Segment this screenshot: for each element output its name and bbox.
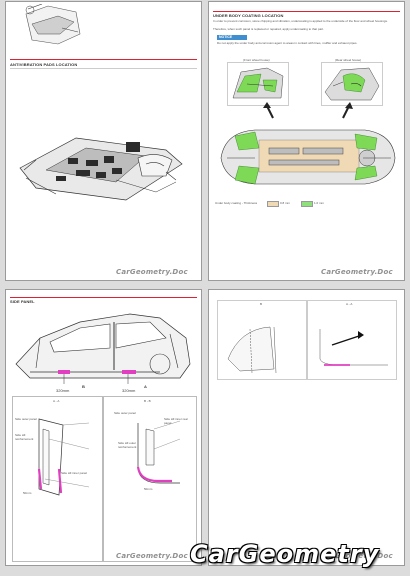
legend-swatch-2 — [301, 201, 313, 207]
detail-a-frame: A - A — [307, 300, 397, 380]
caption-rear-wheel-house: (Rear wheel house) — [335, 58, 362, 62]
watermark: CarGeometry.Doc — [321, 552, 393, 560]
notice-badge: NOTICE — [217, 35, 247, 40]
section-b-drawing — [136, 420, 181, 484]
page-underbody-coating: UNDER BODY COATING LOCATION In order to … — [208, 1, 405, 281]
detail-a-drawing — [319, 329, 388, 366]
legend-title: Under body coating - Thickness — [215, 201, 258, 205]
intro-text-2: Therefore, when such panel is replaced o… — [213, 27, 324, 31]
section-title: SIDE PANEL — [10, 299, 35, 304]
detail-b-frame: B — [217, 300, 307, 380]
page-antivibration: ANTIVIBRATION PADS LOCATION CarGeometry.… — [5, 1, 202, 281]
underbody-plan-drawing — [220, 129, 396, 185]
callout-a-3: Side sill inner panel — [61, 471, 88, 475]
callout-b-3: Side sill outer reinforcement — [118, 441, 137, 449]
side-panel-drawing — [15, 313, 191, 384]
watermark: CarGeometry.Doc — [116, 268, 188, 276]
section-rule — [10, 59, 197, 60]
detail-b-drawing — [227, 326, 277, 374]
dim-label-a: A — [144, 384, 147, 389]
rear-wheel-house-drawing — [321, 62, 383, 106]
page-side-panel: SIDE PANEL 320mm 320mm A B A - A Side ou… — [5, 289, 202, 566]
dimension-labels: 320mm 320mm A B — [56, 384, 147, 393]
legend-item-2: 1.0 mm — [314, 201, 325, 205]
section-a-frame: A - A Side outer panel Side sill reinfor… — [12, 396, 103, 562]
section-a-drawing — [37, 418, 90, 496]
section-title: UNDER BODY COATING LOCATION — [213, 13, 284, 18]
dim-label-b: B — [82, 384, 85, 389]
section-rule-bottom — [10, 68, 197, 69]
section-rule — [10, 297, 197, 298]
watermark: CarGeometry.Doc — [116, 552, 188, 560]
page-side-panel-detail: B A - A CarGeometry.Doc — [208, 289, 405, 566]
dim-value-2: 320mm — [122, 388, 136, 393]
dim-value-1: 320mm — [56, 388, 70, 393]
body-floor-drawing — [19, 137, 183, 201]
callout-a-2: Side sill reinforcement — [15, 433, 34, 441]
callout-b-1: Side outer panel — [114, 411, 136, 415]
section-a-title: A - A — [53, 399, 60, 403]
callout-b-2: Side sill inner rear panel — [164, 417, 189, 425]
legend-swatch-1 — [267, 201, 279, 207]
intro-text: In order to prevent corrosion, stone chi… — [213, 19, 388, 23]
legend-item-1: 0.8 mm — [280, 201, 291, 205]
section-title: ANTIVIBRATION PADS LOCATION — [10, 62, 78, 67]
watermark: CarGeometry.Doc — [321, 268, 393, 276]
notice-text: Do not apply the under body anti-corrosi… — [217, 41, 358, 45]
callout-b-4: 50mm — [144, 487, 153, 491]
caption-front-wheel-house: (Front wheel house) — [243, 58, 270, 62]
brand-logo: CarGeometry — [190, 540, 380, 568]
section-rule — [213, 11, 400, 12]
detail-a-title: A - A — [346, 302, 353, 306]
detail-b-title: B — [260, 302, 263, 306]
section-b-title: B - B — [144, 399, 151, 403]
callout-a-4: 50mm — [23, 491, 32, 495]
front-wheel-house-drawing — [227, 62, 289, 106]
detail-arrows — [263, 102, 353, 119]
section-b-frame: B - B Side outer panel Side sill inner r… — [103, 396, 197, 562]
detail-drawing-top — [25, 4, 81, 45]
callout-a-1: Side outer panel — [15, 417, 37, 421]
